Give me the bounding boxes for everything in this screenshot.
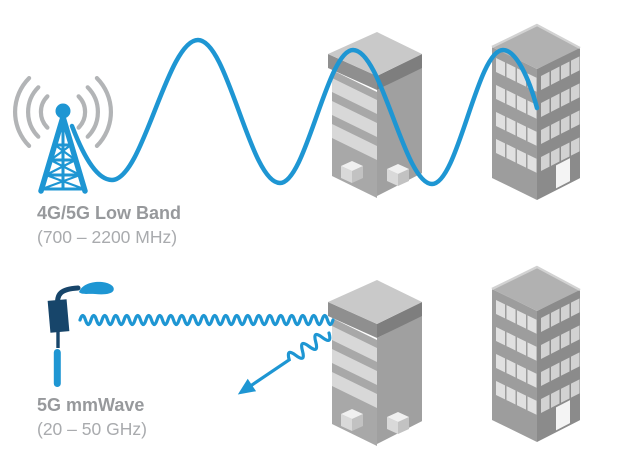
building-windowed-bottom — [490, 265, 582, 444]
reflection-arrow-icon — [237, 331, 332, 395]
mmwave-frequency: (20 – 50 GHz) — [37, 419, 147, 439]
low-band-title: 4G/5G Low Band — [37, 203, 182, 223]
mmwave-wave — [78, 313, 335, 327]
small-cell-pole-icon — [47, 281, 114, 387]
building-striped-bottom — [328, 280, 422, 446]
low-band-label: 4G/5G Low Band (700 – 2200 MHz) — [37, 201, 181, 249]
mmwave-title: 5G mmWave — [37, 395, 145, 415]
low-band-wave — [69, 37, 540, 187]
cell-tower-icon — [38, 103, 88, 194]
radio-waves-icon — [12, 76, 114, 148]
low-band-frequency: (700 – 2200 MHz) — [37, 227, 178, 247]
mmwave-label: 5G mmWave (20 – 50 GHz) — [37, 393, 147, 441]
